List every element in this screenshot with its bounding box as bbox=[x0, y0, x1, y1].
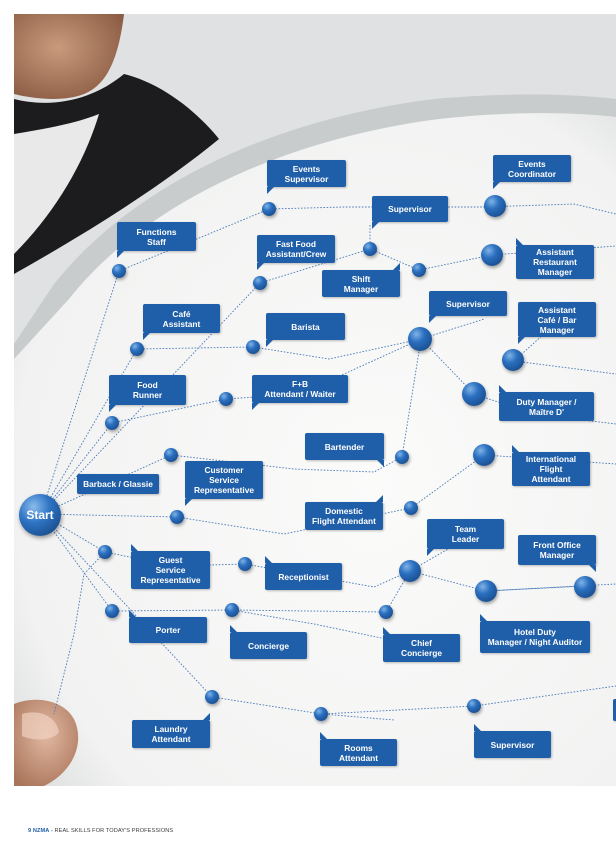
role-team-leader: Team Leader bbox=[427, 519, 504, 556]
role-label-text: Duty Manager / Maître D' bbox=[516, 396, 577, 417]
role-fast-food: Fast Food Assistant/Crew bbox=[257, 235, 335, 270]
role-domestic-fa: Domestic Flight Attendant bbox=[305, 495, 383, 530]
role-label-text: Chief Concierge bbox=[401, 638, 442, 658]
node-porter bbox=[105, 604, 119, 618]
node-receptionist bbox=[238, 557, 252, 571]
role-label-text: Porter bbox=[155, 625, 181, 635]
node-domestic-fa bbox=[404, 501, 418, 515]
node-food-runner bbox=[105, 416, 119, 430]
start-node: Start bbox=[19, 494, 61, 536]
role-supervisor-bottom: Supervisor bbox=[474, 724, 551, 758]
role-front-office-manager: Front Office Manager bbox=[518, 535, 596, 572]
node-hotel-duty-manager bbox=[475, 580, 497, 602]
role-label-text: International Flight Attendant bbox=[525, 454, 577, 484]
role-supervisor-mid: Supervisor bbox=[429, 291, 507, 323]
role-porter: Porter bbox=[129, 610, 207, 643]
role-asst-restaurant-manager: Assistant Restaurant Manager bbox=[516, 238, 594, 279]
node-asst-cafe-bar-manager bbox=[502, 349, 524, 371]
role-events-coordinator: Events Coordinator bbox=[493, 155, 571, 189]
role-laundry-attendant: Laundry Attendant bbox=[132, 713, 210, 748]
node-events-coordinator bbox=[484, 195, 506, 217]
role-concierge: Concierge bbox=[230, 625, 307, 659]
role-label-text: Functions Staff bbox=[136, 226, 177, 247]
role-food-runner: Food Runner bbox=[109, 375, 186, 412]
role-label-text: Assistant Café / Bar Manager bbox=[537, 304, 577, 335]
role-label-text: Supervisor bbox=[446, 298, 490, 309]
role-rooms-attendant: Rooms Attendant bbox=[320, 732, 397, 766]
role-barback: Barback / Glassie bbox=[77, 474, 159, 494]
node-guest-service-rep bbox=[98, 545, 112, 559]
role-international-fa: International Flight Attendant bbox=[512, 445, 590, 486]
node-front-office-manager bbox=[574, 576, 596, 598]
node-duty-manager bbox=[462, 382, 486, 406]
footer-brand: 9 NZMA - bbox=[28, 828, 53, 834]
role-label-text: Supervisor bbox=[388, 204, 432, 214]
role-label-text: F+B Attendant / Waiter bbox=[264, 379, 336, 399]
node-fast-food bbox=[253, 276, 267, 290]
role-label-text: Food Runner bbox=[132, 380, 163, 400]
node-shift-manager bbox=[363, 242, 377, 256]
role-supervisor-top: Supervisor bbox=[372, 196, 448, 229]
node-concierge bbox=[225, 603, 239, 617]
role-cafe-assistant: Café Assistant bbox=[143, 304, 220, 340]
node-customer-service-rep bbox=[170, 510, 184, 524]
node-bartender bbox=[395, 450, 409, 464]
page-footer: 9 NZMA - REAL SKILLS FOR TODAY'S PROFESS… bbox=[28, 828, 173, 834]
role-label-text: Barista bbox=[291, 321, 320, 332]
node-chief-concierge bbox=[379, 605, 393, 619]
footer-tagline: REAL SKILLS FOR TODAY'S PROFESSIONS bbox=[52, 828, 174, 834]
role-label-text: Rooms Attendant bbox=[338, 742, 379, 763]
role-label-text: Shift Manager bbox=[343, 273, 379, 294]
role-functions-staff: Functions Staff bbox=[117, 222, 196, 258]
role-receptionist: Receptionist bbox=[265, 556, 342, 590]
node-events-supervisor bbox=[262, 202, 276, 216]
role-label-text: Receptionist bbox=[278, 571, 329, 582]
role-label-text: Team Leader bbox=[451, 524, 480, 544]
role-label-text: Customer Service Representative bbox=[193, 465, 255, 495]
node-rooms-attendant bbox=[314, 707, 328, 721]
role-chief-concierge: Chief Concierge bbox=[383, 627, 460, 662]
role-label-text: Guest Service Representative bbox=[140, 555, 201, 585]
role-label-text: Events Coordinator bbox=[508, 158, 556, 179]
role-label-text: Events Supervisor bbox=[284, 163, 329, 184]
node-functions-staff bbox=[112, 264, 126, 278]
role-barista: Barista bbox=[266, 313, 345, 347]
role-label-text: Laundry Attendant bbox=[151, 724, 191, 744]
node-supervisor-top bbox=[412, 263, 426, 277]
pathway-links bbox=[40, 203, 616, 721]
role-events-supervisor: Events Supervisor bbox=[267, 160, 346, 194]
role-label-text: Bartender bbox=[324, 441, 365, 452]
role-asst-cafe-bar-manager: Assistant Café / Bar Manager bbox=[518, 302, 596, 344]
node-team-leader bbox=[399, 560, 421, 582]
node-international-fa bbox=[473, 444, 495, 466]
role-label-text: Fast Food Assistant/Crew bbox=[265, 239, 327, 259]
role-fb-attendant: F+B Attendant / Waiter bbox=[252, 375, 348, 410]
role-shift-manager: Shift Manager bbox=[322, 263, 400, 297]
role-label-text: Café Assistant bbox=[162, 308, 201, 329]
role-label-text: Assistant Restaurant Manager bbox=[533, 247, 577, 277]
role-label-text: Domestic Flight Attendant bbox=[312, 506, 376, 526]
node-barista bbox=[246, 340, 260, 354]
role-customer-service-rep: Customer Service Representative bbox=[185, 461, 263, 506]
role-duty-manager: Duty Manager / Maître D' bbox=[499, 385, 594, 421]
role-hotel-duty-manager: Hotel Duty Manager / Night Auditor bbox=[480, 614, 590, 653]
node-fb-attendant bbox=[219, 392, 233, 406]
career-pathway-photo: Events Supervisor Events Coordinator Fun… bbox=[14, 14, 616, 786]
start-label: Start bbox=[26, 508, 54, 522]
role-label-text: Barback / Glassie bbox=[83, 479, 153, 489]
node-supervisor-mid bbox=[408, 327, 432, 351]
node-asst-restaurant-manager bbox=[481, 244, 503, 266]
node-barback bbox=[164, 448, 178, 462]
node-laundry-attendant bbox=[205, 690, 219, 704]
role-label-text: Supervisor bbox=[490, 739, 535, 750]
role-label-text: Front Office Manager bbox=[533, 540, 581, 560]
role-cutoff-right bbox=[613, 699, 616, 721]
node-supervisor-bottom bbox=[467, 699, 481, 713]
node-cafe-assistant bbox=[130, 342, 144, 356]
role-guest-service-rep: Guest Service Representative bbox=[131, 544, 210, 589]
role-bartender: Bartender bbox=[305, 433, 384, 467]
role-label-text: Hotel Duty Manager / Night Auditor bbox=[487, 627, 583, 647]
role-label-text: Concierge bbox=[248, 640, 289, 651]
